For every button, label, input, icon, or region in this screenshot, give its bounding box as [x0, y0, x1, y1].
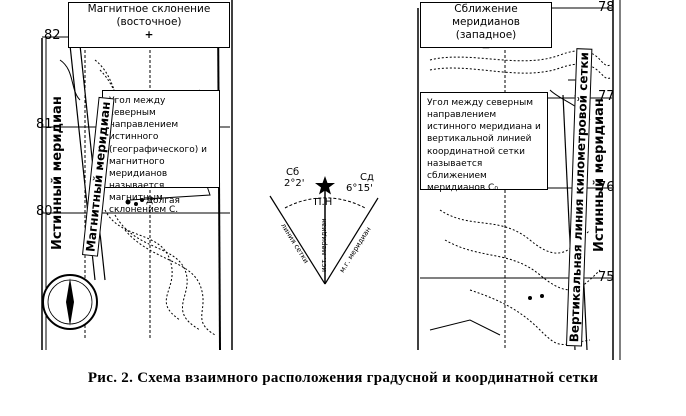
right-header-box: Сближение меридианов (западное) − [420, 2, 552, 54]
angle-arc [284, 197, 366, 209]
right-header-subtitle: (западное) [455, 29, 517, 42]
right-description: Угол между северным направлением истинно… [420, 92, 548, 193]
right-true-meridian-label: Истинный меридиан [592, 98, 607, 252]
left-grid-label-82: 82 [44, 28, 61, 43]
magnetic-meridian-ray [324, 197, 379, 285]
left-header-title: Магнитное склонение [87, 3, 211, 15]
compass-icon [42, 274, 98, 330]
right-grid-label-78: 78 [598, 0, 615, 15]
right-grid-label-76: 76 [598, 180, 615, 195]
angle-center-label: П.Н [314, 197, 333, 208]
left-grid-label-80: 80 [36, 204, 53, 219]
right-grid-label-75: 75 [598, 270, 615, 285]
angle-diagram [269, 176, 379, 285]
left-description: Угол между северным направлением истинно… [102, 90, 220, 215]
grid-line-ray [269, 195, 326, 285]
angle-right-symbol: Сд [360, 172, 374, 183]
right-header-sign: − [481, 42, 491, 55]
north-star-icon [315, 176, 335, 195]
angle-right-value: 6°15' [346, 183, 373, 194]
left-header-subtitle: (восточное) [116, 16, 182, 29]
right-header-title: Сближение меридианов [452, 3, 520, 29]
left-place-label: Долгая [146, 196, 180, 206]
angle-left-symbol: Сб [286, 167, 300, 178]
left-grid-label-81: 81 [36, 117, 53, 132]
figure-caption: Рис. 2. Схема взаимного расположения гра… [87, 370, 599, 386]
left-true-meridian-label: Истинный меридиан [50, 96, 65, 250]
left-header-box: Магнитное склонение (восточное) + [68, 2, 230, 48]
angle-left-value: 2°2' [284, 178, 305, 189]
left-header-sign: + [144, 29, 154, 42]
right-grid-label-77: 77 [598, 89, 615, 104]
true-meridian-ray-label: ист. меридиан [320, 218, 328, 272]
